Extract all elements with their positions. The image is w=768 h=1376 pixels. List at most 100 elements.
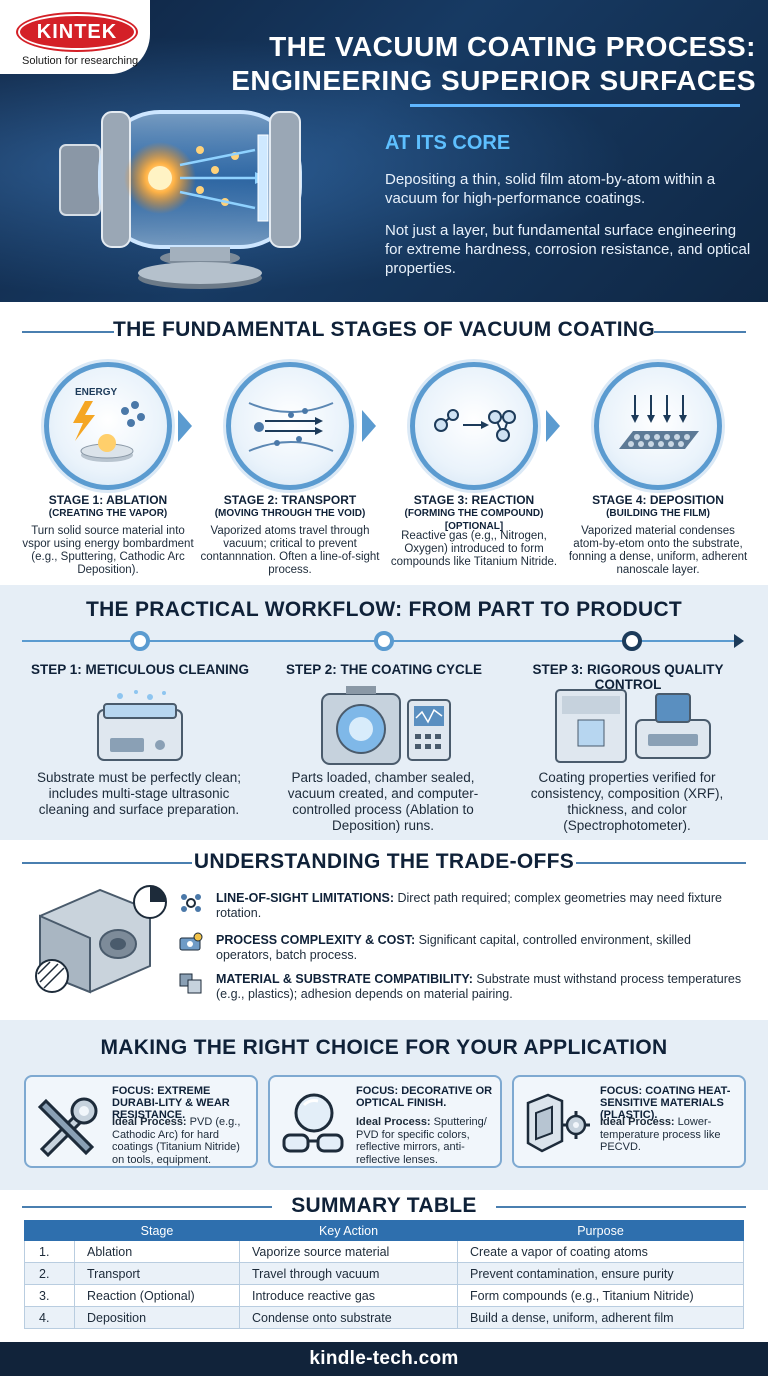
table-cell: Ablation bbox=[74, 1240, 240, 1263]
stage-2-circle bbox=[226, 362, 354, 490]
stage-2-name: STAGE 2: TRANSPORT bbox=[223, 493, 357, 507]
title-underline bbox=[410, 104, 740, 107]
step-1-desc: Substrate must be perfectly clean; inclu… bbox=[36, 770, 242, 817]
core-heading: AT ITS CORE bbox=[385, 132, 511, 154]
choice-card-heat-sensitive: FOCUS: COATING HEAT-SENSITIVE MATERIALS … bbox=[512, 1075, 746, 1168]
stage-4-name: STAGE 4: DEPOSITION bbox=[592, 493, 724, 507]
stage-3-name: STAGE 3: REACTION bbox=[413, 493, 535, 507]
cost-money-icon bbox=[179, 932, 203, 951]
plastic-part-gear-icon bbox=[526, 1093, 590, 1153]
stage-3-title: STAGE 3: REACTION(FORMING THE COMPOUND) … bbox=[384, 494, 564, 533]
tradeoffs-rule-left bbox=[22, 862, 192, 864]
stage-4-title: STAGE 4: DEPOSITION(BUILDING THE FILM) bbox=[568, 494, 748, 520]
tradeoff-1: LINE-OF-SIGHT LIMITATIONS: Direct path r… bbox=[216, 891, 746, 921]
vacuum-chamber-illustration-icon bbox=[59, 110, 302, 289]
table-header: Purpose bbox=[457, 1220, 744, 1241]
table-cell: Deposition bbox=[74, 1306, 240, 1329]
table-cell: Vaporize source material bbox=[239, 1240, 458, 1263]
choice-card-decorative: FOCUS: DECORATIVE OR OPTICAL FINISH. Ide… bbox=[268, 1075, 502, 1168]
page-title-line1: THE VACUUM COATING PROCESS: bbox=[269, 31, 756, 62]
timeline-arrowhead bbox=[734, 634, 744, 648]
table-header bbox=[24, 1220, 75, 1241]
stage-2-title: STAGE 2: TRANSPORT(MOVING THROUGH THE VO… bbox=[200, 494, 380, 520]
summary-rule-right bbox=[496, 1206, 746, 1208]
card-2-title: FOCUS: DECORATIVE OR OPTICAL FINISH. bbox=[356, 1085, 493, 1109]
stage-arrow-3 bbox=[546, 410, 560, 442]
table-header-row: Stage Key Action Purpose bbox=[24, 1220, 744, 1241]
table-cell: Build a dense, uniform, adherent film bbox=[457, 1306, 744, 1329]
table-cell: Create a vapor of coating atoms bbox=[457, 1240, 744, 1263]
table-cell: Reaction (Optional) bbox=[74, 1284, 240, 1307]
stage-3-subtitle: (FORMING THE COMPOUND) [OPTIONAL] bbox=[404, 508, 544, 532]
step-2-desc: Parts loaded, chamber sealed, vacuum cre… bbox=[287, 770, 479, 833]
stage-1-desc: Turn solid source material into vspor us… bbox=[22, 525, 194, 576]
page-title-line2: ENGINEERING SUPERIOR SURFACES bbox=[231, 65, 756, 96]
summary-rule-left bbox=[22, 1206, 272, 1208]
energy-label: ENERGY bbox=[75, 387, 118, 398]
tradeoffs-rule-right bbox=[576, 862, 746, 864]
stage-1-circle: ENERGY bbox=[44, 362, 172, 490]
stage-1-name: STAGE 1: ABLATION bbox=[48, 493, 168, 507]
stage-2-subtitle: (MOVING THROUGH THE VOID) bbox=[214, 508, 366, 519]
vacuum-chamber-icon bbox=[321, 686, 451, 765]
brand-tagline: Solution for researching bbox=[22, 55, 139, 67]
stage-4-subtitle: (BUILDING THE FILM) bbox=[606, 508, 710, 519]
tradeoff-2-label: PROCESS COMPLEXITY & COST: bbox=[216, 933, 416, 947]
tradeoff-2: PROCESS COMPLEXITY & COST: Significant c… bbox=[216, 933, 746, 963]
stage-arrow-2 bbox=[362, 410, 376, 442]
card-2-ideal-label: Ideal Process: bbox=[356, 1116, 431, 1128]
step-3-title: STEP 3: RIGOROUS QUALITY CONTROL bbox=[532, 662, 724, 692]
energy-spark-icon bbox=[73, 401, 145, 462]
tradeoff-1-label: LINE-OF-SIGHT LIMITATIONS: bbox=[216, 891, 394, 905]
tradeoff-3-text: Substrate must withstand process tempera… bbox=[216, 972, 742, 1001]
tradeoff-1-text: Direct path required; complex geometries… bbox=[216, 891, 722, 920]
timeline-node-1 bbox=[130, 631, 150, 651]
card-2-desc: Ideal Process: Sputtering/ PVD for speci… bbox=[356, 1116, 498, 1166]
footer-site-link[interactable]: kindle-tech.com bbox=[0, 1342, 768, 1376]
stage-2-desc: Vaporized atoms travel through vacuum; c… bbox=[200, 525, 380, 576]
table-cell: Condense onto substrate bbox=[239, 1306, 458, 1329]
timeline-node-3 bbox=[622, 631, 642, 651]
table-cell: 1. bbox=[24, 1240, 75, 1263]
summary-heading: SUMMARY TABLE bbox=[291, 1194, 477, 1217]
table-row: 3.Reaction (Optional)Introduce reactive … bbox=[24, 1284, 744, 1307]
analyzer-instrument-icon bbox=[555, 689, 711, 763]
card-3-ideal-label: Ideal Process: bbox=[600, 1116, 675, 1128]
tools-wrench-icon bbox=[37, 1097, 98, 1157]
table-header: Key Action bbox=[239, 1220, 458, 1241]
card-3-desc: Ideal Process: Lower-temperature process… bbox=[600, 1116, 742, 1154]
brand-logo-panel[interactable]: KINTEK Solution for researching bbox=[0, 0, 150, 74]
tradeoffs-heading: UNDERSTANDING THE TRADE-OFFS bbox=[193, 850, 575, 873]
step-2-title: STEP 2: THE COATING CYCLE bbox=[285, 662, 483, 677]
stages-heading: THE FUNDAMENTAL STAGES OF VACUUM COATING bbox=[112, 318, 656, 341]
complex-part-icon bbox=[35, 885, 167, 994]
timeline-node-2 bbox=[374, 631, 394, 651]
choice-heading: MAKING THE RIGHT CHOICE FOR YOUR APPLICA… bbox=[100, 1036, 668, 1059]
material-texture-icon bbox=[179, 973, 202, 994]
card-1-desc: Ideal Process: PVD (e.g., Cathodic Arc) … bbox=[112, 1116, 254, 1166]
ultrasonic-cleaner-icon bbox=[97, 690, 183, 761]
tradeoff-3-label: MATERIAL & SUBSTRATE COMPATIBILITY: bbox=[216, 972, 473, 986]
stage-4-circle bbox=[594, 362, 722, 490]
choice-card-durability: FOCUS: EXTREME DURABI-LITY & WEAR RESIST… bbox=[24, 1075, 258, 1168]
page-title: THE VACUUM COATING PROCESS: ENGINEERING … bbox=[196, 30, 756, 98]
table-cell: 4. bbox=[24, 1306, 75, 1329]
step-1-title: STEP 1: METICULOUS CLEANING bbox=[30, 662, 250, 677]
stage-4-desc: Vaporized material condenses atom-by-eto… bbox=[568, 525, 748, 576]
stage-arrow-1 bbox=[178, 410, 192, 442]
table-cell: Form compounds (e.g., Titanium Nitride) bbox=[457, 1284, 744, 1307]
heading-rule-right bbox=[654, 331, 746, 333]
kintek-logo: KINTEK bbox=[18, 14, 136, 50]
atom-flow-icon bbox=[248, 402, 334, 452]
card-2-ideal-text: Sputtering/ PVD for specific colors, ref… bbox=[356, 1116, 487, 1166]
card-3-title: FOCUS: COATING HEAT-SENSITIVE MATERIALS … bbox=[600, 1085, 731, 1121]
workflow-heading: THE PRACTICAL WORKFLOW: FROM PART TO PRO… bbox=[85, 598, 683, 621]
table-cell: Introduce reactive gas bbox=[239, 1284, 458, 1307]
core-paragraph-2: Not just a layer, but fundamental surfac… bbox=[385, 222, 751, 277]
table-cell: Transport bbox=[74, 1262, 240, 1285]
table-cell: 3. bbox=[24, 1284, 75, 1307]
